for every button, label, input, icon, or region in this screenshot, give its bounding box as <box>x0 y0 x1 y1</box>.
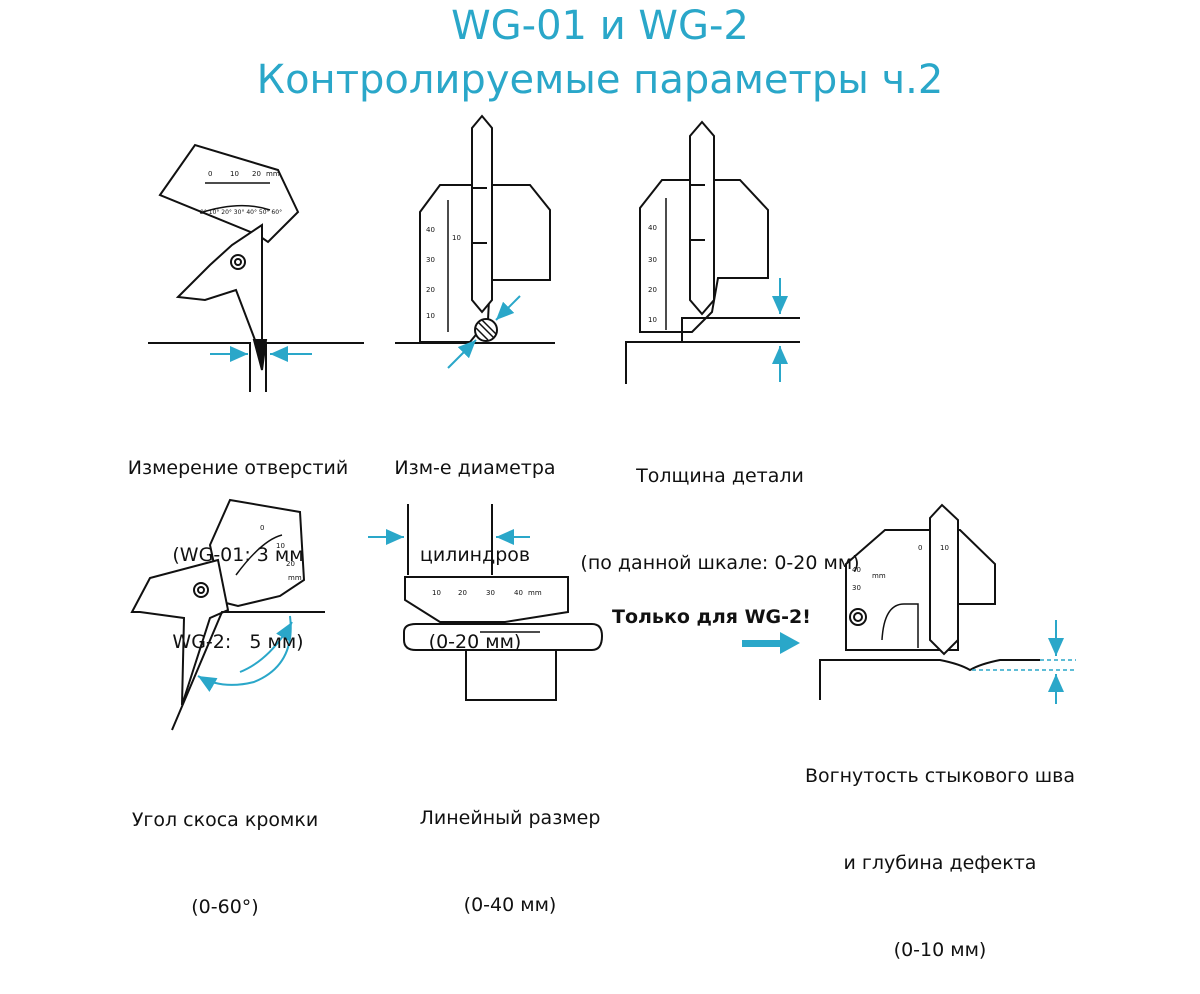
caption-cylinder-diameter: Изм-е диаметра цилиндров (0-20 мм) <box>394 457 556 653</box>
caption-linear-size: Линейный размер (0-40 мм) <box>419 807 601 916</box>
bevel-angle-arrow <box>197 615 293 692</box>
svg-text:30: 30 <box>426 256 435 264</box>
svg-text:20: 20 <box>286 560 295 568</box>
linear-scale-text: 10 20 30 40 mm <box>432 589 542 597</box>
svg-text:10: 10 <box>940 544 949 552</box>
caption-part-thickness: Толщина детали (по данной шкале: 0-20 мм… <box>580 465 860 574</box>
caption-weld-convexity: Вогнутость стыкового шва и глубина дефек… <box>804 765 1076 961</box>
svg-text:mm: mm <box>288 574 302 582</box>
svg-text:40: 40 <box>852 566 861 574</box>
wg2-pointer-arrow <box>742 632 800 654</box>
caption-hole-measurement: Измерение отверстий (WG-01: 3 мм WG-2: 5… <box>127 457 349 653</box>
bevel-scale-text: 0 10 20 mm <box>260 524 302 582</box>
svg-text:mm: mm <box>266 170 280 178</box>
svg-text:mm: mm <box>872 572 886 580</box>
caption-bevel-angle: Угол скоса кромки (0-60°) <box>131 809 319 918</box>
svg-text:10: 10 <box>648 316 657 324</box>
svg-text:mm: mm <box>528 589 542 597</box>
figure-cylinder-diameter <box>395 114 555 344</box>
hole-scale-text: 0 10 20 mm 0° 10° 20° 30° 40° 50° 60° <box>200 170 282 216</box>
svg-text:20: 20 <box>458 589 467 597</box>
figure-bevel-angle <box>130 498 325 731</box>
figure-linear-size <box>403 504 604 701</box>
svg-text:30: 30 <box>852 584 861 592</box>
convexity-scale-text: 40 30 mm 0 10 <box>852 544 949 592</box>
svg-text:40: 40 <box>426 226 435 234</box>
figure-hole-measurement <box>148 143 364 392</box>
svg-text:10: 10 <box>230 170 239 178</box>
svg-text:30: 30 <box>486 589 495 597</box>
figure-part-thickness <box>625 120 800 384</box>
svg-text:0: 0 <box>260 524 264 532</box>
convexity-dashed <box>972 659 1076 671</box>
figure-weld-convexity <box>819 503 1040 700</box>
svg-text:0: 0 <box>208 170 212 178</box>
page-title: WG-01 и WG-2 <box>451 3 749 49</box>
svg-text:30: 30 <box>648 256 657 264</box>
wg2-only-label: Только для WG-2! <box>612 606 811 628</box>
page-subtitle: Контролируемые параметры ч.2 <box>256 57 944 103</box>
svg-text:10: 10 <box>276 542 285 550</box>
svg-text:10: 10 <box>452 234 461 242</box>
svg-text:40: 40 <box>514 589 523 597</box>
svg-text:20: 20 <box>252 170 261 178</box>
svg-text:10: 10 <box>432 589 441 597</box>
thickness-scale-text: 40 30 20 10 <box>648 224 657 324</box>
svg-text:40: 40 <box>648 224 657 232</box>
diagram-canvas: 0 10 20 mm 0° 10° 20° 30° 40° 50° 60° 40… <box>130 114 1076 731</box>
svg-text:10: 10 <box>426 312 435 320</box>
cylinder-arrows <box>447 295 521 369</box>
cylinder-scale-text: 40 30 20 10 10 <box>426 226 461 320</box>
svg-text:0° 10° 20° 30° 40° 50° 60°: 0° 10° 20° 30° 40° 50° 60° <box>200 209 282 216</box>
svg-text:20: 20 <box>426 286 435 294</box>
svg-text:20: 20 <box>648 286 657 294</box>
svg-text:0: 0 <box>918 544 922 552</box>
